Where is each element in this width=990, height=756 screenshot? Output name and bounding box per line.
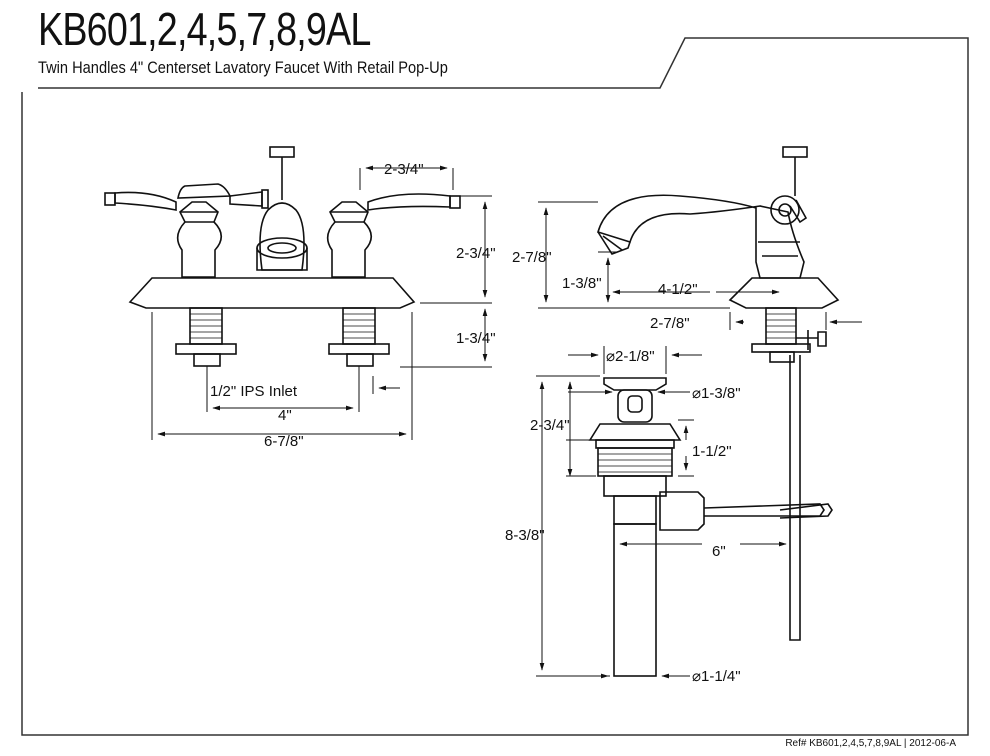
left-handle [104,183,269,278]
dim-front-spout-spread: 2-3/4" [384,161,424,178]
dim-drain-total-height: 8-3/8" [505,527,545,544]
dim-spout-reach: 4-1/2" [658,281,698,298]
faucet-front-view [104,146,461,367]
dim-drain-rod-length: 6" [712,543,726,560]
faucet-side-view [597,146,840,363]
dim-side-height: 2-7/8" [512,249,552,266]
dim-front-shank: 1-3/4" [456,330,496,347]
pop-up-drain [588,355,833,677]
base-plate [128,277,416,309]
dim-centers: 4" [278,407,292,424]
dim-drain-thread: 1-1/2" [692,443,732,460]
right-shank [328,307,390,367]
dim-drain-flange-diameter: ⌀1-3/8" [692,385,741,402]
dim-side-base: 2-7/8" [650,315,690,332]
dim-drain-top-height: 2-3/4" [530,417,570,434]
center-spout [256,146,308,271]
product-subtitle: Twin Handles 4" Centerset Lavatory Fauce… [38,58,448,77]
drain-dimensions [536,346,787,679]
dim-overall-width: 6-7/8" [264,433,304,450]
dim-front-height: 2-3/4" [456,245,496,262]
drawing-frame [21,37,969,736]
side-base-plate [728,277,840,309]
side-dimensions [538,201,862,330]
dim-ips-inlet: 1/2" IPS Inlet [210,383,298,400]
model-number-title: KB601,2,4,5,7,8,9AL [38,3,371,55]
dim-drain-tail-diameter: ⌀1-1/4" [692,668,741,685]
dim-drain-top-diameter: ⌀2-1/8" [606,348,655,365]
dim-spout-height: 1-3/8" [562,275,602,292]
left-shank [175,307,237,367]
front-dimensions [151,165,492,440]
side-spout [597,194,805,279]
reference-number: Ref# KB601,2,4,5,7,8,9AL | 2012-06-A [785,738,956,749]
right-handle [326,193,461,278]
